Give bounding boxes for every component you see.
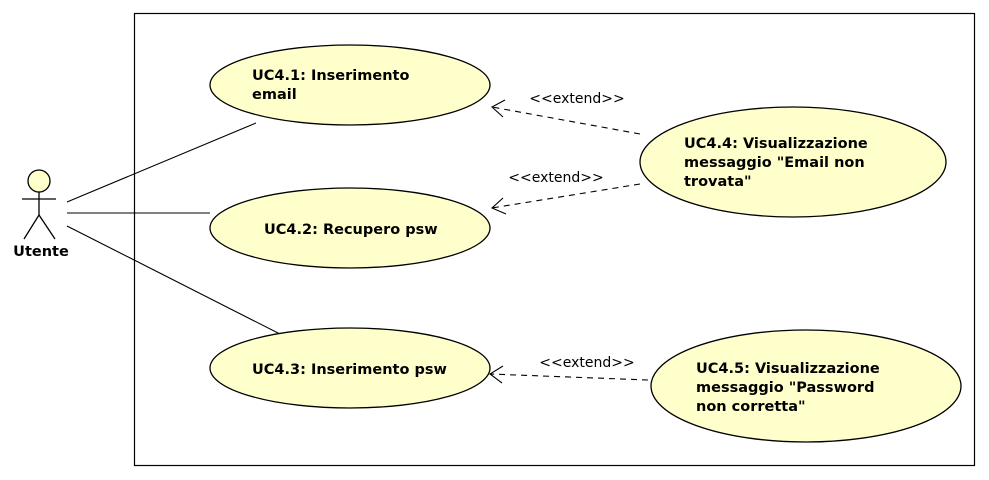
extend-label: <<extend>>	[529, 91, 624, 107]
use-case-label: UC4.2: Recupero psw	[264, 222, 438, 238]
extend-uc45-uc43: <<extend>>	[489, 355, 649, 384]
use-case-label-line: non corretta"	[696, 399, 806, 415]
actor-label: Utente	[13, 244, 69, 260]
actor-utente[interactable]: Utente	[13, 169, 69, 260]
use-case-label: UC4.3: Inserimento psw	[252, 362, 447, 378]
extend-label: <<extend>>	[539, 355, 634, 371]
actor-leg-right	[38, 214, 56, 240]
use-case-label-line: trovata"	[684, 174, 752, 190]
use-case-label-line: UC4.4: Visualizzazione	[684, 136, 868, 152]
use-case-label-line: UC4.1: Inserimento	[252, 68, 409, 84]
extend-uc44-uc42: <<extend>>	[490, 170, 641, 215]
actor-head	[27, 169, 51, 193]
use-case-label-line: UC4.3: Inserimento psw	[252, 362, 447, 378]
use-case-ellipse	[639, 106, 947, 218]
use-case-label-line: email	[252, 87, 297, 103]
use-case-uc42[interactable]: UC4.2: Recupero psw	[209, 187, 491, 269]
use-case-label-line: UC4.5: Visualizzazione	[696, 361, 880, 377]
extend-label: <<extend>>	[508, 170, 603, 186]
use-case-ellipse	[209, 187, 491, 269]
association-uc43	[66, 225, 281, 335]
use-case-label-line: UC4.2: Recupero psw	[264, 222, 438, 238]
use-case-ellipse	[209, 327, 491, 409]
use-case-label-line: messaggio "Email non	[684, 155, 865, 171]
extend-arrowhead	[491, 99, 506, 118]
extend-line	[491, 183, 641, 209]
use-case-label: UC4.4: Visualizzazione messaggio "Email …	[684, 136, 873, 190]
extend-arrowhead	[489, 365, 504, 384]
extend-line	[489, 373, 649, 381]
use-case-label-line: messaggio "Password	[696, 380, 874, 396]
association-uc41	[66, 122, 257, 203]
use-case-ellipse	[209, 44, 491, 126]
extend-uc44-uc41: <<extend>>	[491, 91, 641, 135]
use-case-uc43[interactable]: UC4.3: Inserimento psw	[209, 327, 491, 409]
extend-line	[491, 106, 641, 135]
use-case-uc41[interactable]: UC4.1: Inserimento email	[209, 44, 491, 126]
use-case-uc45[interactable]: UC4.5: Visualizzazione messaggio "Passwo…	[650, 329, 962, 443]
use-case-uc44[interactable]: UC4.4: Visualizzazione messaggio "Email …	[639, 106, 947, 218]
extend-arrowhead	[490, 197, 507, 215]
use-case-ellipse	[650, 329, 962, 443]
use-case-label: UC4.5: Visualizzazione messaggio "Passwo…	[696, 361, 885, 415]
actor-leg-left	[23, 214, 40, 240]
use-case-label: UC4.1: Inserimento email	[252, 68, 414, 103]
